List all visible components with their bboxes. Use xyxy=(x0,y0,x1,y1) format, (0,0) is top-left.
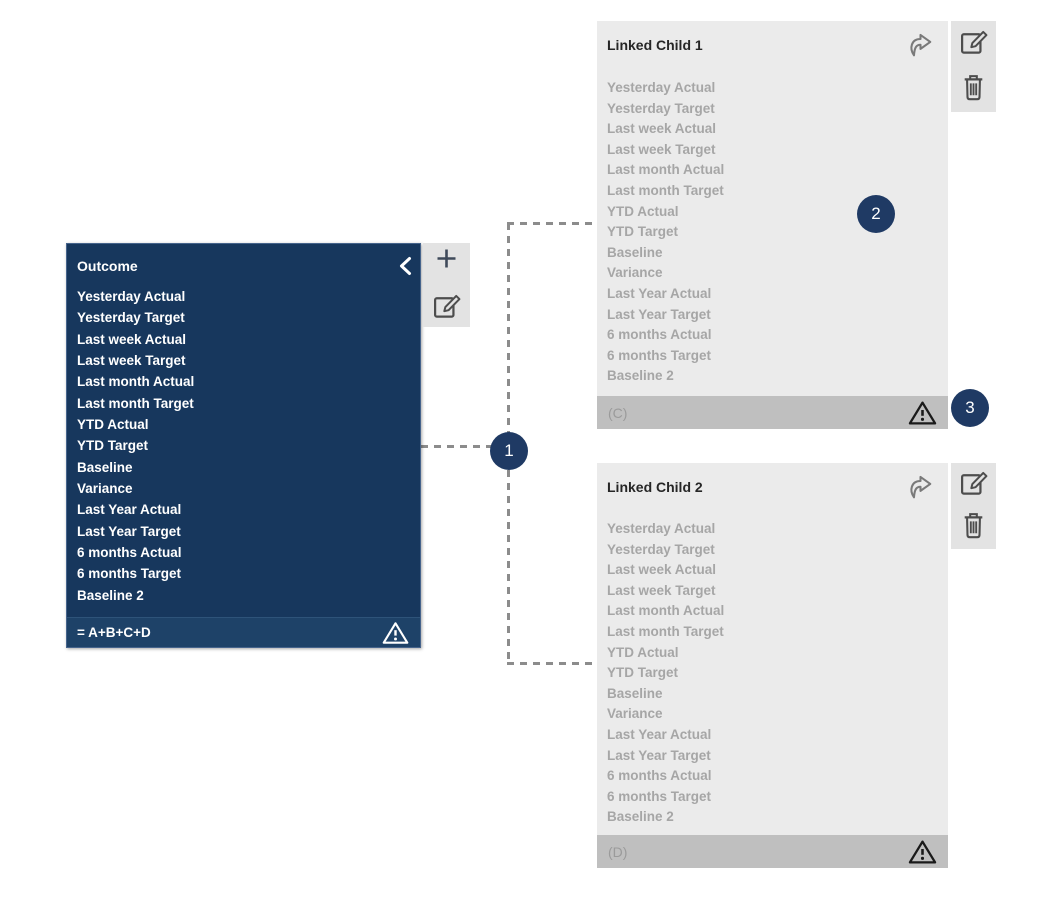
linked-child-1-footer-label: (C) xyxy=(608,404,628,421)
metric-list-item: YTD Target xyxy=(607,224,679,240)
warning-triangle-icon[interactable] xyxy=(908,400,937,426)
callout-badge-3: 3 xyxy=(951,389,989,427)
edit-icon[interactable] xyxy=(959,27,989,56)
metric-list-item: 6 months Actual xyxy=(607,768,712,784)
metric-list-item: Last week Target xyxy=(607,141,716,157)
metric-list-item: Last Year Actual xyxy=(607,285,712,301)
warning-triangle-icon[interactable] xyxy=(381,621,410,645)
metric-list-item: Baseline 2 xyxy=(607,368,674,384)
metric-list-item: Last Year Target xyxy=(607,747,711,763)
metric-list-item: Last week Target xyxy=(607,582,716,598)
metric-list-item: Yesterday Target xyxy=(607,100,715,116)
metric-list-item: YTD Target xyxy=(607,665,679,681)
callout-badge-2: 2 xyxy=(857,195,895,233)
linked-child-1-header: Linked Child 1 xyxy=(597,21,948,58)
linked-child-2-header: Linked Child 2 xyxy=(597,463,948,500)
metric-list-item: Last month Actual xyxy=(607,162,725,178)
metric-list-item: Last Year Target xyxy=(607,306,711,322)
metric-list-item: Last week Target xyxy=(77,353,186,369)
metric-list-item: Baseline xyxy=(77,459,133,475)
share-arrow-icon[interactable] xyxy=(905,475,936,500)
metric-list-item: Last month Target xyxy=(607,182,724,198)
linked-child-1-footer: (C) xyxy=(597,396,948,429)
linked-child-2-title: Linked Child 2 xyxy=(607,479,703,495)
chevron-left-icon[interactable] xyxy=(398,256,412,276)
metric-list-item: YTD Actual xyxy=(77,417,149,433)
metric-list-item: Yesterday Target xyxy=(77,310,185,326)
linked-child-2-footer-label: (D) xyxy=(608,843,628,860)
outcome-card-footer: = A+B+C+D xyxy=(67,617,420,647)
linked-child-1-title: Linked Child 1 xyxy=(607,37,703,53)
metric-list-item: Last week Actual xyxy=(607,121,717,137)
linked-child-2-footer: (D) xyxy=(597,835,948,868)
metric-list-item: Yesterday Target xyxy=(607,541,715,557)
outcome-card-header: Outcome xyxy=(67,244,420,276)
metric-list-item: Variance xyxy=(607,265,663,281)
metric-list-item: Baseline xyxy=(607,685,663,701)
metric-list-item: Last Year Actual xyxy=(607,726,712,742)
plus-icon[interactable] xyxy=(436,248,457,269)
connector-to-child-2 xyxy=(507,662,598,665)
metric-list-item: 6 months Actual xyxy=(77,545,182,561)
metric-list-item: Last month Actual xyxy=(77,374,195,390)
metric-list-item: Yesterday Actual xyxy=(77,289,186,304)
metric-list-item: Variance xyxy=(77,481,133,497)
metric-list-item: Variance xyxy=(607,706,663,722)
metric-list-item: Baseline 2 xyxy=(607,809,674,825)
metric-list-item: Baseline 2 xyxy=(77,587,144,603)
outcome-formula: = A+B+C+D xyxy=(77,625,151,640)
metric-list-item: 6 months Actual xyxy=(607,327,712,343)
outcome-card-title: Outcome xyxy=(77,257,138,274)
warning-triangle-icon[interactable] xyxy=(908,839,937,865)
callout-badge-1: 1 xyxy=(490,432,528,470)
metric-list-item: YTD Target xyxy=(77,438,149,454)
edit-icon[interactable] xyxy=(959,468,989,497)
metric-list-item: Last Year Target xyxy=(77,523,181,539)
linked-child-2-toolbar xyxy=(951,463,996,549)
metric-list-item: YTD Actual xyxy=(607,203,679,219)
outcome-toolbar xyxy=(423,243,470,327)
trash-icon[interactable] xyxy=(961,73,986,102)
metric-list-item: 6 months Target xyxy=(77,566,182,582)
metric-list-item: Last month Target xyxy=(607,623,724,639)
metric-list-item: Yesterday Actual xyxy=(607,521,716,536)
edit-icon[interactable] xyxy=(432,291,462,320)
metric-list-item: Last month Target xyxy=(77,395,194,411)
metric-list-item: Last Year Actual xyxy=(77,502,182,518)
metric-list-item: Last month Actual xyxy=(607,603,725,619)
metric-list-item: 6 months Target xyxy=(607,788,712,804)
metric-list-item: Last week Actual xyxy=(607,562,717,578)
connector-to-child-1 xyxy=(507,222,598,225)
linked-child-1-toolbar xyxy=(951,21,996,112)
metric-list-item: Last week Actual xyxy=(77,331,187,347)
trash-icon[interactable] xyxy=(961,511,986,540)
metric-list-item: 6 months Target xyxy=(607,347,712,363)
connector-from-outcome xyxy=(421,445,509,448)
metric-list-item: Yesterday Actual xyxy=(607,80,716,95)
share-arrow-icon[interactable] xyxy=(905,33,936,58)
metric-list-item: Baseline xyxy=(607,244,663,260)
metric-list-item: YTD Actual xyxy=(607,644,679,660)
